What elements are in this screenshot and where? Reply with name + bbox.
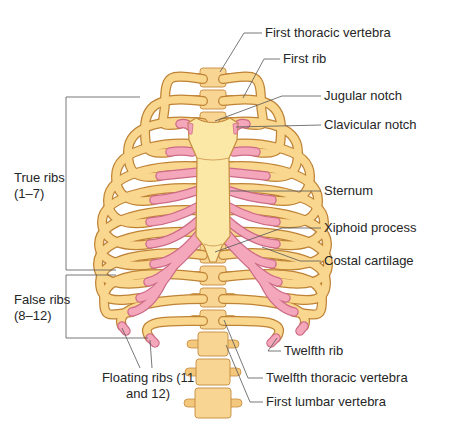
rib-outline	[223, 321, 279, 338]
leader-line	[122, 328, 140, 368]
costal-cartilage	[154, 190, 199, 200]
callout-label: Twelfth rib	[284, 343, 343, 359]
clavicular-notch-left	[188, 123, 193, 134]
lumbar-vertebra	[195, 388, 231, 418]
leader-line	[224, 320, 263, 378]
cartilage-outline	[150, 206, 199, 222]
cartilage-outline	[150, 338, 155, 343]
cartilage-outline	[227, 172, 266, 176]
cartilage-outline	[234, 151, 256, 152]
callout-label: First thoracic vertebra	[265, 25, 391, 41]
costal-cartilage	[150, 206, 199, 222]
sternum-bone	[188, 118, 238, 262]
leader-line	[226, 345, 263, 402]
group-label: False ribs (8–12)	[14, 292, 84, 324]
lumbar-vertebra	[198, 332, 228, 356]
leader-lines	[66, 33, 321, 402]
leader-line	[215, 96, 321, 121]
callout-label: Sternum	[324, 183, 373, 199]
cartilage-outline	[300, 326, 304, 331]
leader-line	[236, 125, 321, 127]
costal-cartilage	[150, 338, 155, 343]
callout-label: Costal cartilage	[324, 253, 414, 269]
right-ribs	[223, 77, 328, 343]
leader-line	[150, 340, 152, 368]
callout-label: Twelfth thoracic vertebra	[266, 370, 408, 386]
xiphisternal-joint	[204, 244, 222, 246]
leader-line	[262, 247, 321, 261]
false-ribs-bracket	[66, 275, 148, 338]
costal-cartilage	[264, 283, 294, 312]
cartilage-outline	[227, 206, 276, 222]
costal-cartilage	[227, 190, 272, 200]
costal-cartilage	[234, 151, 256, 152]
cartilage-outline	[154, 190, 199, 200]
callout-label: Jugular notch	[324, 88, 402, 104]
cartilage-outline	[170, 151, 192, 152]
callout-label: Clavicular notch	[324, 117, 417, 133]
leader-line	[230, 191, 321, 192]
callout-label: First lumbar vertebra	[266, 394, 386, 410]
callout-label: First rib	[283, 51, 326, 67]
leader-line	[220, 33, 262, 72]
costal-cartilage	[227, 206, 276, 222]
costal-cartilage	[132, 283, 162, 312]
lumbar-vertebra	[196, 359, 230, 385]
costal-cartilage	[227, 172, 266, 176]
costal-cartilage	[170, 151, 192, 152]
left-ribs	[98, 77, 203, 343]
cartilage-outline	[160, 172, 199, 176]
sternum-shape	[188, 118, 238, 262]
callout-label: Xiphoid process	[324, 220, 417, 236]
sternal-angle	[197, 158, 229, 160]
clavicular-notch-right	[233, 123, 238, 134]
rib-outline	[147, 321, 203, 338]
group-label: True ribs (1–7)	[14, 170, 76, 202]
true-ribs-bracket	[66, 97, 140, 270]
rib	[147, 321, 203, 338]
leader-line	[243, 59, 280, 98]
costal-cartilage	[300, 326, 304, 331]
group-label: Floating ribs (11 and 12)	[96, 370, 200, 402]
cartilage-outline	[227, 190, 272, 200]
costal-cartilage	[160, 172, 199, 176]
leader-line	[268, 338, 281, 351]
rib	[223, 321, 279, 338]
leader-line	[215, 228, 321, 252]
